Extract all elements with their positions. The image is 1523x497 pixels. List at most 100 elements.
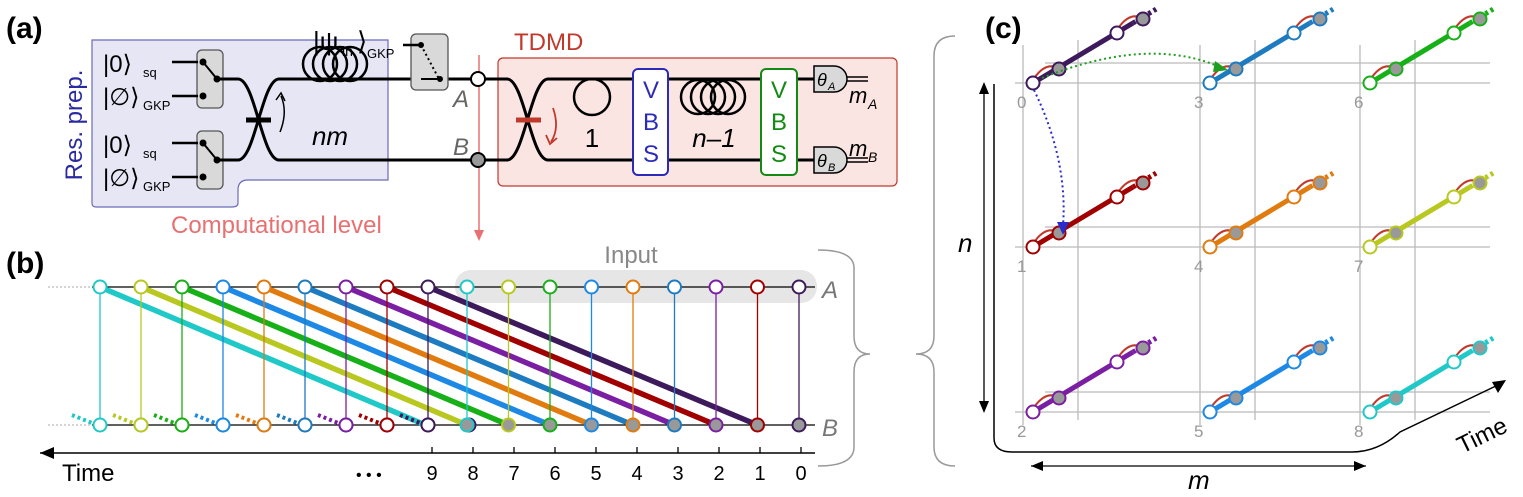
node-ta-left-2 — [174, 279, 190, 295]
svg-text:θ: θ — [817, 70, 827, 90]
mode-node-3-0 — [1202, 75, 1218, 91]
psi-in-label: |ψ in ⟩ GKP — [313, 26, 394, 61]
mode-node-6-3 — [1472, 11, 1488, 27]
tdmd-label: TDMD — [514, 29, 583, 56]
node-ta-right-4 — [625, 279, 641, 295]
mode-node-1-0 — [1025, 239, 1041, 255]
panel-c-grid — [1015, 40, 1490, 425]
mode-node-6-2 — [1446, 25, 1462, 41]
vbs-green: V B S — [760, 68, 798, 176]
svg-text:θ: θ — [817, 151, 827, 171]
mode-node-5-2 — [1286, 354, 1302, 370]
svg-text:|∅⟩: |∅⟩ — [103, 165, 140, 192]
node-label-3: 3 — [1194, 93, 1203, 112]
mode-node-3-2 — [1286, 25, 1302, 41]
axis-n-label: n — [958, 228, 972, 258]
mode-node-7-3 — [1472, 175, 1488, 191]
delay-n1-label: n–1 — [692, 123, 735, 153]
bracket-b — [817, 249, 871, 467]
mode-node-3-1 — [1228, 61, 1244, 77]
mode-node-5-3 — [1312, 340, 1328, 356]
time-tick-label-8: 8 — [467, 463, 478, 485]
res-prep-label: Res. prep. — [61, 70, 88, 181]
node-ta-left-0 — [92, 279, 108, 295]
diagonal-1 — [139, 284, 469, 428]
node-label-0: 0 — [1017, 93, 1026, 112]
node-ta-left-8 — [420, 279, 436, 295]
node-bl-open-7 — [379, 417, 395, 433]
delay-nm-label: nm — [312, 121, 348, 151]
node-bl-open-5 — [297, 417, 313, 433]
node-ta-left-1 — [133, 279, 149, 295]
diagonal-8 — [426, 284, 759, 428]
node-ta-left-4 — [256, 279, 272, 295]
connection-arrow-blue — [1033, 89, 1065, 227]
mode-node-2-3 — [1135, 340, 1151, 356]
svg-text:B: B — [771, 109, 787, 136]
vbs-blue: V B S — [632, 68, 669, 176]
node-ta-left-3 — [215, 279, 231, 295]
node-b — [470, 152, 486, 168]
svg-text:|0⟩: |0⟩ — [103, 132, 132, 159]
svg-text:m: m — [849, 136, 867, 161]
diagonal-5 — [303, 284, 635, 428]
time-tick-label-4: 4 — [631, 463, 642, 485]
svg-text:sq: sq — [143, 146, 157, 161]
time-tick-label-0: 0 — [795, 463, 806, 485]
node-bl-open-0 — [92, 417, 108, 433]
mode-node-8-2 — [1446, 354, 1462, 370]
mode-node-4-3 — [1312, 175, 1328, 191]
node-bl-open-4 — [256, 417, 272, 433]
stub-5 — [276, 413, 303, 427]
stub-6 — [317, 413, 344, 427]
panel-label-b: (b) — [6, 247, 44, 280]
node-bl-open-6 — [338, 417, 354, 433]
mode-node-8-0 — [1362, 404, 1378, 420]
node-ta-right-0 — [791, 279, 807, 295]
stub-0 — [71, 413, 98, 427]
ket-gkp-top: |∅⟩ GKP — [103, 84, 170, 113]
mode-node-5-0 — [1202, 404, 1218, 420]
time-tick-label-5: 5 — [590, 463, 601, 485]
mode-node-0-0 — [1025, 75, 1041, 91]
svg-text:GKP: GKP — [143, 179, 170, 194]
svg-text:V: V — [771, 77, 787, 104]
stub-4 — [235, 413, 262, 427]
mode-node-7-1 — [1388, 225, 1404, 241]
svg-text:B: B — [643, 109, 659, 136]
mode-node-5-1 — [1228, 390, 1244, 406]
svg-text:A: A — [827, 81, 835, 93]
svg-text:S: S — [643, 141, 659, 168]
mode-node-4-0 — [1202, 239, 1218, 255]
ket-gkp-bottom: |∅⟩ GKP — [103, 165, 170, 194]
node-ta-right-8 — [459, 279, 475, 295]
node-tb-right-4 — [625, 417, 641, 433]
outcome-b: m B — [849, 136, 877, 165]
axis-m-label: m — [1188, 465, 1210, 495]
ket-sq-bottom: |0⟩ sq — [103, 132, 157, 161]
node-ta-left-6 — [338, 279, 354, 295]
detector-b: θ B — [813, 146, 868, 174]
time-tick-label-9: 9 — [426, 463, 437, 485]
time-label-b: Time — [62, 460, 114, 487]
node-a — [470, 71, 486, 87]
node-tb-right-5 — [584, 417, 599, 433]
diagonal-2 — [180, 284, 510, 428]
node-tb-right-8 — [459, 417, 475, 433]
connection-arrow-green — [1041, 52, 1223, 79]
mode-node-3-3 — [1312, 11, 1328, 27]
delay-coil-nm — [301, 45, 369, 83]
mode-node-2-1 — [1051, 390, 1067, 406]
stub-2 — [153, 413, 180, 427]
svg-text:A: A — [867, 96, 877, 112]
rail-a-label-b: A — [820, 277, 838, 304]
time-ellipsis: • • • — [356, 467, 382, 484]
delay-one-label: 1 — [585, 123, 599, 153]
mode-node-6-0 — [1362, 75, 1378, 91]
mode-node-7-0 — [1362, 239, 1378, 255]
node-tb-right-1 — [750, 417, 765, 433]
mode-node-0-3 — [1135, 11, 1151, 27]
panel-label-c: (c) — [985, 12, 1022, 45]
